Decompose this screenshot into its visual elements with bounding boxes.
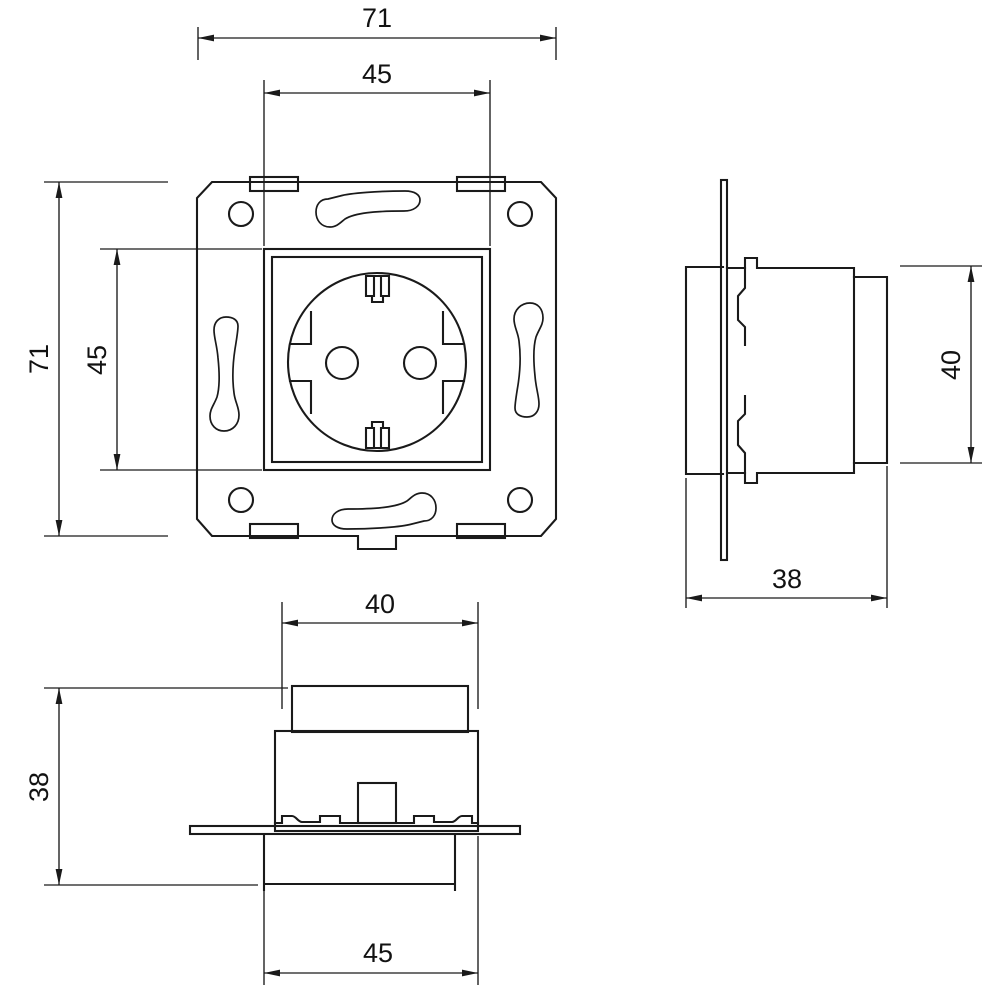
schuko-earth-contact-left — [288, 310, 313, 415]
front-tab-bottom-left — [248, 522, 300, 540]
front-tab-top-right — [455, 175, 507, 193]
dim-label-b38-height: 38 — [24, 772, 54, 802]
bottom-upper-block — [290, 684, 470, 734]
bottom-dimensions: 40 38 45 — [24, 589, 479, 985]
front-mounting-plate-outline — [195, 180, 558, 551]
bottom-faceplate-below — [262, 832, 457, 892]
schuko-recess-circle — [286, 271, 468, 453]
side-claw-detail-top — [736, 266, 747, 347]
front-faceplate-outer — [262, 247, 492, 472]
dim-label-71-height: 71 — [24, 344, 54, 374]
dim-label-71-width: 71 — [362, 3, 392, 33]
front-faceplate-inner — [270, 255, 484, 464]
bottom-main-body — [273, 729, 480, 833]
side-mounting-plate — [719, 178, 729, 562]
side-dimensions: 40 38 — [685, 265, 982, 608]
front-slot-left — [209, 316, 240, 432]
front-tab-top-left — [248, 175, 300, 193]
schuko-pin-hole-right — [402, 345, 438, 381]
front-tab-bottom-right — [455, 522, 507, 540]
front-slot-bottom — [331, 492, 437, 530]
dim-label-45-height: 45 — [82, 345, 112, 375]
side-body-profile — [725, 256, 889, 485]
front-screw-hole-top-left — [227, 200, 255, 228]
dim-label-b45-width: 45 — [363, 938, 393, 968]
dim-label-38-depth: 38 — [772, 564, 802, 594]
front-slot-right — [513, 302, 544, 418]
dim-label-b40-width: 40 — [365, 589, 395, 619]
schuko-earth-contact-right — [441, 310, 466, 415]
front-screw-hole-bottom-left — [227, 486, 255, 514]
bottom-mounting-plate — [188, 824, 522, 836]
front-screw-hole-bottom-right — [506, 486, 534, 514]
schuko-tab-top — [364, 274, 391, 304]
bottom-scalloped-edge — [273, 814, 480, 825]
front-slot-top — [315, 190, 421, 228]
side-faceplate-block — [684, 265, 725, 476]
bottom-view — [188, 684, 522, 892]
dim-label-45-width: 45 — [362, 59, 392, 89]
front-dimensions-horizontal: 71 45 — [197, 3, 557, 246]
side-view — [684, 178, 889, 562]
front-screw-hole-top-right — [506, 200, 534, 228]
front-dimensions-vertical: 71 45 — [24, 181, 262, 537]
side-claw-detail-bottom — [736, 394, 747, 475]
schuko-tab-bottom — [364, 420, 391, 450]
front-view — [195, 175, 558, 551]
dim-label-40-height: 40 — [936, 350, 966, 380]
bottom-center-tab — [356, 781, 398, 825]
schuko-pin-hole-left — [324, 345, 360, 381]
